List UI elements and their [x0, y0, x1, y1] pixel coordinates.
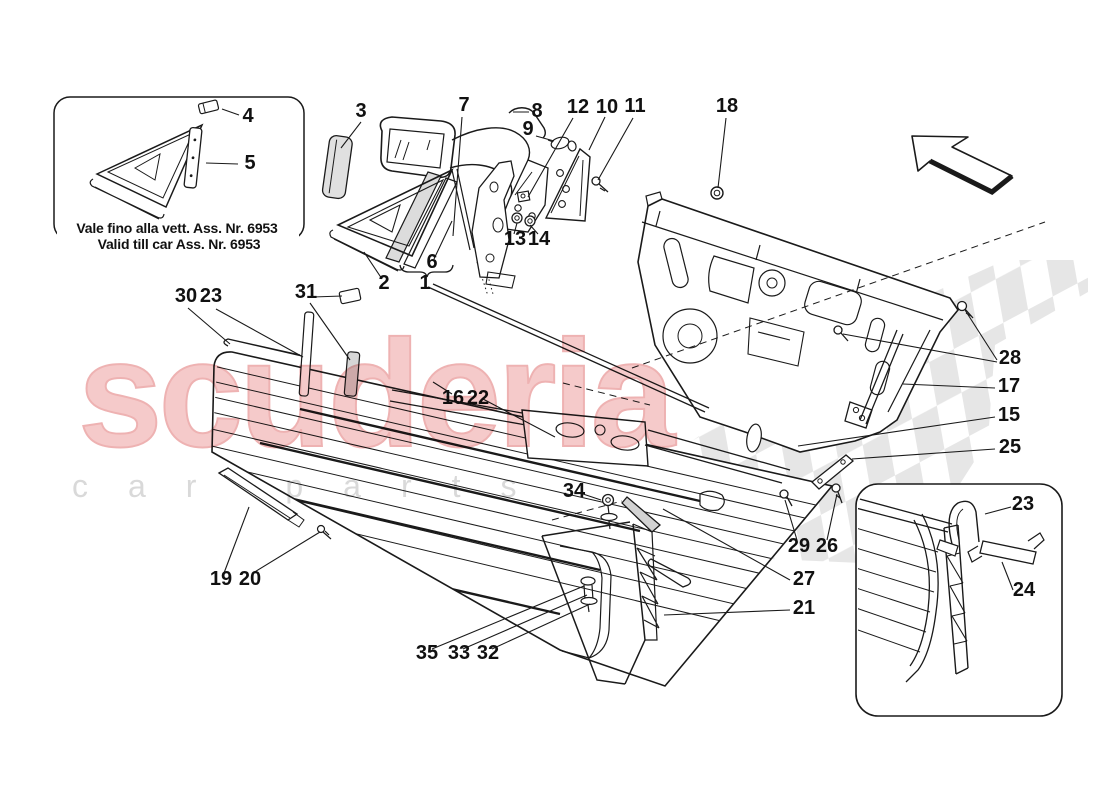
callout-label: 32	[477, 642, 499, 664]
callout-label: 18	[716, 95, 738, 117]
callout-label: 21	[793, 597, 815, 619]
callout-label: 27	[793, 568, 815, 590]
callout-label: 35	[416, 642, 438, 664]
callout-label: 3	[355, 100, 366, 122]
callout-label: 7	[458, 94, 469, 116]
part-28-screws	[833, 300, 974, 342]
callout-label: 1	[419, 272, 430, 294]
callout-label: 23	[1012, 493, 1034, 515]
callout-label: 4	[242, 105, 254, 127]
part-25-bracket	[811, 454, 855, 490]
callout-label: 20	[239, 568, 261, 590]
callout-label: 19	[210, 568, 232, 590]
part-11-screw	[591, 176, 609, 193]
part-34-bolt	[600, 493, 618, 530]
callout-label: 34	[563, 480, 586, 502]
door-beam-and-frame-drawing	[389, 221, 1046, 685]
door-inner-panel-drawing	[637, 186, 974, 512]
callout-label: 24	[1013, 579, 1036, 601]
callout-label: 25	[999, 436, 1021, 458]
inset-quarter-window: Vale fino alla vett. Ass. Nr. 6953 Valid…	[53, 96, 305, 254]
part-20-screw	[316, 524, 332, 540]
callout-leader-lines	[187, 111, 998, 650]
callout-label: 5	[244, 152, 255, 174]
callout-labels: 4 5 3 7 8 9 12 10 11 18 13 14 6 2 1 30 2…	[175, 94, 1036, 664]
callout-label: 8	[531, 100, 542, 122]
part-23-hook	[936, 500, 980, 557]
mirror-assembly-drawing	[321, 107, 609, 305]
callout-label: 13	[504, 228, 526, 250]
part-29-pin	[779, 489, 793, 507]
callout-label: 11	[624, 95, 645, 117]
callout-label: 28	[999, 347, 1021, 369]
callout-label: 26	[816, 535, 838, 557]
part-9-connector	[547, 136, 577, 152]
callout-label: 9	[522, 118, 533, 140]
note-line-italian: Vale fino alla vett. Ass. Nr. 6953	[76, 220, 278, 236]
callout-label: 16	[442, 387, 464, 409]
callout-label: 29	[788, 535, 810, 557]
callout-label: 6	[426, 251, 437, 273]
part-24-bracket	[967, 532, 1045, 565]
callout-label: 33	[448, 642, 470, 664]
callout-label: 22	[467, 387, 489, 409]
direction-arrow-icon	[911, 135, 1014, 195]
callout-label: 10	[596, 96, 618, 118]
brand-watermark-tagline: car parts	[72, 468, 556, 504]
callout-label: 17	[998, 375, 1020, 397]
callout-label: 12	[567, 96, 589, 118]
callout-label: 23	[200, 285, 222, 307]
brand-watermark: scuderia car parts	[72, 308, 682, 504]
door-outer-skin-drawing	[211, 311, 834, 687]
callout-label: 15	[998, 404, 1020, 426]
callout-label: 14	[528, 228, 551, 250]
callout-label: 30	[175, 285, 197, 307]
callout-label: 2	[378, 272, 389, 294]
brand-watermark-text: scuderia	[78, 309, 677, 479]
note-line-english: Valid till car Ass. Nr. 6953	[98, 236, 261, 252]
inset-rear-section	[855, 483, 1063, 717]
part-18-nut	[710, 186, 724, 200]
part-19-strip	[217, 467, 305, 528]
callout-label: 31	[295, 281, 317, 303]
